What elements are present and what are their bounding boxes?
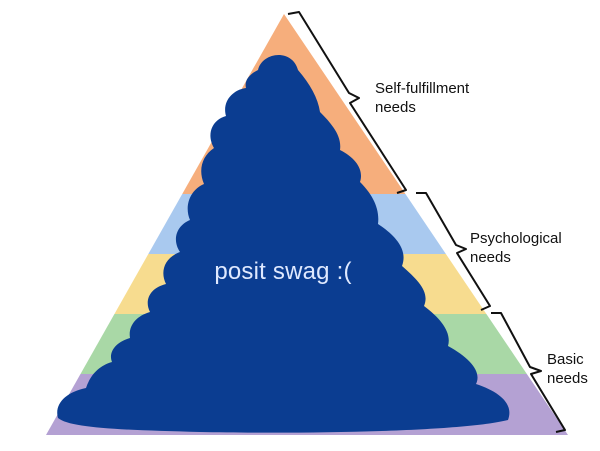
brace-self-fulfillment — [287, 11, 407, 194]
label-basic-needs: Basic needs — [547, 351, 588, 387]
brace-basic — [491, 312, 566, 433]
caption-text: posit swag :( — [214, 258, 352, 285]
label-self-fulfillment-needs: Self-fulfillment needs — [375, 80, 470, 116]
brace-psychological — [416, 192, 491, 311]
label-psychological-needs: Psychological needs — [470, 230, 562, 266]
blue-scribble — [57, 54, 510, 433]
